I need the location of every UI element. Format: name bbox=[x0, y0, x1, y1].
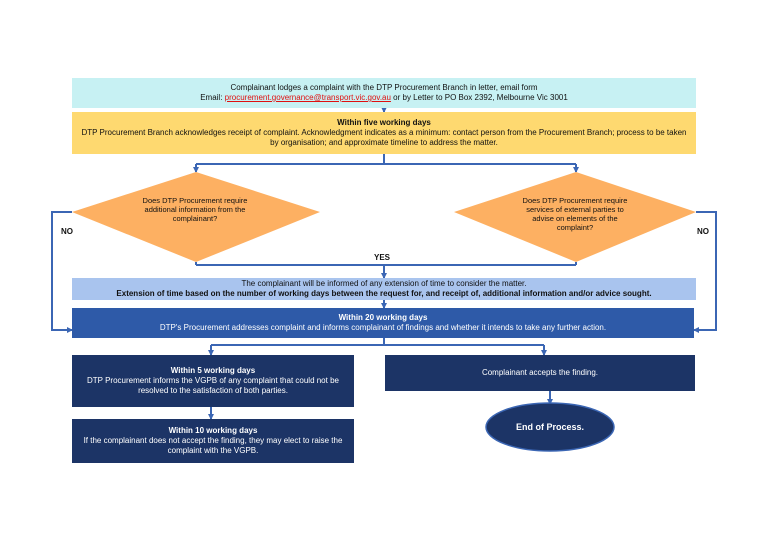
step-extension: The complainant will be informed of any … bbox=[72, 278, 696, 300]
step-lodge-line2: Email: procurement.governance@transport.… bbox=[200, 93, 568, 103]
no-label-left: NO bbox=[61, 227, 73, 236]
step-extension-line1: The complainant will be informed of any … bbox=[241, 279, 527, 288]
step-extension-line2: Extension of time based on the number of… bbox=[116, 289, 652, 298]
step-inform-vgpb-text: DTP Procurement informs the VGPB of any … bbox=[87, 376, 339, 395]
email-link[interactable]: procurement.governance@transport.vic.gov… bbox=[224, 93, 391, 102]
email-prefix: Email: bbox=[200, 93, 225, 102]
step-accepts-finding: Complainant accepts the finding. bbox=[385, 355, 695, 391]
step-accepts-text: Complainant accepts the finding. bbox=[481, 368, 599, 377]
step-lodge-line1: Complainant lodges a complaint with the … bbox=[230, 83, 538, 92]
decision-left-diamond bbox=[72, 172, 320, 262]
end-of-process: End of Process. bbox=[515, 422, 585, 432]
step-inform-vgpb: Within 5 working days DTP Procurement in… bbox=[72, 355, 354, 407]
step-raise-title: Within 10 working days bbox=[168, 426, 258, 435]
decision-right-text: Does DTP Procurement require services of… bbox=[522, 196, 628, 232]
step-acknowledge-title: Within five working days bbox=[337, 118, 431, 127]
end-ellipse bbox=[485, 402, 615, 452]
letter-address: or by Letter to PO Box 2392, Melbourne V… bbox=[390, 93, 568, 102]
no-label-right: NO bbox=[697, 227, 709, 236]
step-address-text: DTP's Procurement addresses complaint an… bbox=[159, 323, 607, 332]
decision-right-diamond bbox=[454, 172, 696, 262]
step-address-title: Within 20 working days bbox=[338, 313, 428, 322]
step-inform-vgpb-title: Within 5 working days bbox=[170, 366, 256, 375]
step-address-complaint: Within 20 working days DTP's Procurement… bbox=[72, 308, 694, 338]
decision-left-text: Does DTP Procurement require additional … bbox=[142, 196, 248, 223]
connector-no-right bbox=[693, 211, 717, 333]
step-acknowledge-text: DTP Procurement Branch acknowledges rece… bbox=[81, 128, 687, 147]
step-acknowledge: Within five working days DTP Procurement… bbox=[72, 112, 696, 154]
connector-no-left bbox=[51, 211, 73, 333]
yes-label: YES bbox=[374, 253, 391, 262]
step-lodge-complaint: Complainant lodges a complaint with the … bbox=[72, 78, 696, 108]
step-raise-with-vgpb: Within 10 working days If the complainan… bbox=[72, 419, 354, 463]
step-raise-text: If the complainant does not accept the f… bbox=[83, 436, 343, 455]
